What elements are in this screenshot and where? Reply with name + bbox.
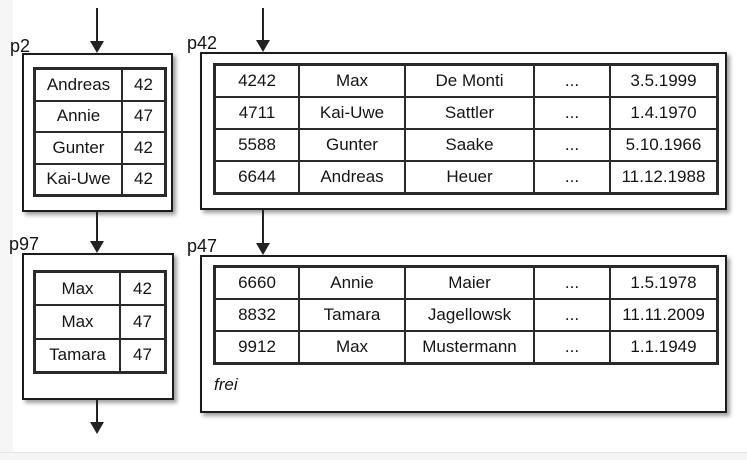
table-cell: 42 xyxy=(122,132,165,164)
table-cell: 4711 xyxy=(215,97,299,129)
table-cell: 42 xyxy=(120,272,165,306)
arrow-line xyxy=(96,399,98,422)
table-cell: 3.5.1999 xyxy=(610,65,717,97)
page-box-p2: Andreas 42 Annie 47 Gunter 42 Kai-Uwe 42 xyxy=(22,53,173,212)
arrow-line xyxy=(262,8,264,40)
arrow-p2-to-p97 xyxy=(90,212,104,253)
table-cell: Saake xyxy=(405,129,534,161)
arrow-p42-to-p47 xyxy=(256,210,270,255)
table-cell: Gunter xyxy=(35,132,122,164)
table-cell: 1.1.1949 xyxy=(610,331,717,363)
table-cell: 1.4.1970 xyxy=(610,97,717,129)
table-cell: Kai-Uwe xyxy=(35,163,122,195)
page-label-p2: p2 xyxy=(10,36,31,56)
arrow-into-p42 xyxy=(256,8,270,52)
table-cell: 47 xyxy=(122,100,165,132)
table-cell: 1.5.1978 xyxy=(610,267,717,299)
table-cell: ... xyxy=(534,129,610,161)
table-cell: 5.10.1966 xyxy=(610,129,717,161)
page-box-p47: 6660 Annie Maier ... 1.5.1978 8832 Tamar… xyxy=(200,255,727,413)
arrow-head-icon xyxy=(90,41,104,53)
table-cell: ... xyxy=(534,65,610,97)
arrow-head-icon xyxy=(90,241,104,253)
table-cell: Max xyxy=(35,305,120,339)
index-table-p97: Max 42 Max 47 Tamara 47 xyxy=(33,270,167,374)
table-cell: 4242 xyxy=(215,65,299,97)
arrow-into-p2 xyxy=(90,8,104,53)
table-cell: Kai-Uwe xyxy=(299,97,405,129)
table-cell: Andreas xyxy=(35,69,122,101)
table-cell: 11.12.1988 xyxy=(610,161,717,193)
data-table-p42: 4242 Max De Monti ... 3.5.1999 4711 Kai-… xyxy=(213,63,719,195)
arrow-line xyxy=(96,8,98,41)
page-label-p47: p47 xyxy=(187,236,218,256)
table-cell: 5588 xyxy=(215,129,299,161)
table-cell: ... xyxy=(534,267,610,299)
table-cell: Annie xyxy=(299,267,405,299)
table-cell: 47 xyxy=(120,305,165,339)
page-label-p97: p97 xyxy=(9,234,40,254)
index-table-p2: Andreas 42 Annie 47 Gunter 42 Kai-Uwe 42 xyxy=(33,67,167,197)
table-cell: 42 xyxy=(122,163,165,195)
table-cell: ... xyxy=(534,299,610,331)
table-cell: 6660 xyxy=(215,267,299,299)
table-cell: 11.11.2009 xyxy=(610,299,717,331)
free-space-label: frei xyxy=(214,375,238,394)
table-cell: Sattler xyxy=(405,97,534,129)
table-cell: Tamara xyxy=(299,299,405,331)
table-cell: 8832 xyxy=(215,299,299,331)
table-cell: 6644 xyxy=(215,161,299,193)
table-cell: ... xyxy=(534,331,610,363)
arrow-head-icon xyxy=(256,40,270,52)
table-cell: Tamara xyxy=(35,338,120,372)
arrow-line xyxy=(96,212,98,241)
table-cell: Andreas xyxy=(299,161,405,193)
table-cell: Max xyxy=(299,331,405,363)
arrow-out-of-p97 xyxy=(90,399,104,434)
arrow-line xyxy=(262,210,264,243)
table-cell: Jagellowsk xyxy=(405,299,534,331)
footer-strip xyxy=(0,452,747,460)
table-cell: ... xyxy=(534,97,610,129)
table-cell: Max xyxy=(35,272,120,306)
page-box-p42: 4242 Max De Monti ... 3.5.1999 4711 Kai-… xyxy=(200,52,727,210)
arrow-head-icon xyxy=(90,422,104,434)
table-cell: Heuer xyxy=(405,161,534,193)
table-cell: Annie xyxy=(35,100,122,132)
table-cell: De Monti xyxy=(405,65,534,97)
data-table-p47: 6660 Annie Maier ... 1.5.1978 8832 Tamar… xyxy=(213,265,719,365)
page-label-p42: p42 xyxy=(187,33,218,53)
table-cell: Max xyxy=(299,65,405,97)
table-cell: Maier xyxy=(405,267,534,299)
table-cell: 47 xyxy=(120,338,165,372)
left-margin-strip xyxy=(0,0,13,452)
table-cell: ... xyxy=(534,161,610,193)
table-cell: Gunter xyxy=(299,129,405,161)
table-cell: Mustermann xyxy=(405,331,534,363)
table-cell: 9912 xyxy=(215,331,299,363)
table-cell: 42 xyxy=(122,69,165,101)
page-box-p97: Max 42 Max 47 Tamara 47 xyxy=(22,253,174,400)
arrow-head-icon xyxy=(256,243,270,255)
